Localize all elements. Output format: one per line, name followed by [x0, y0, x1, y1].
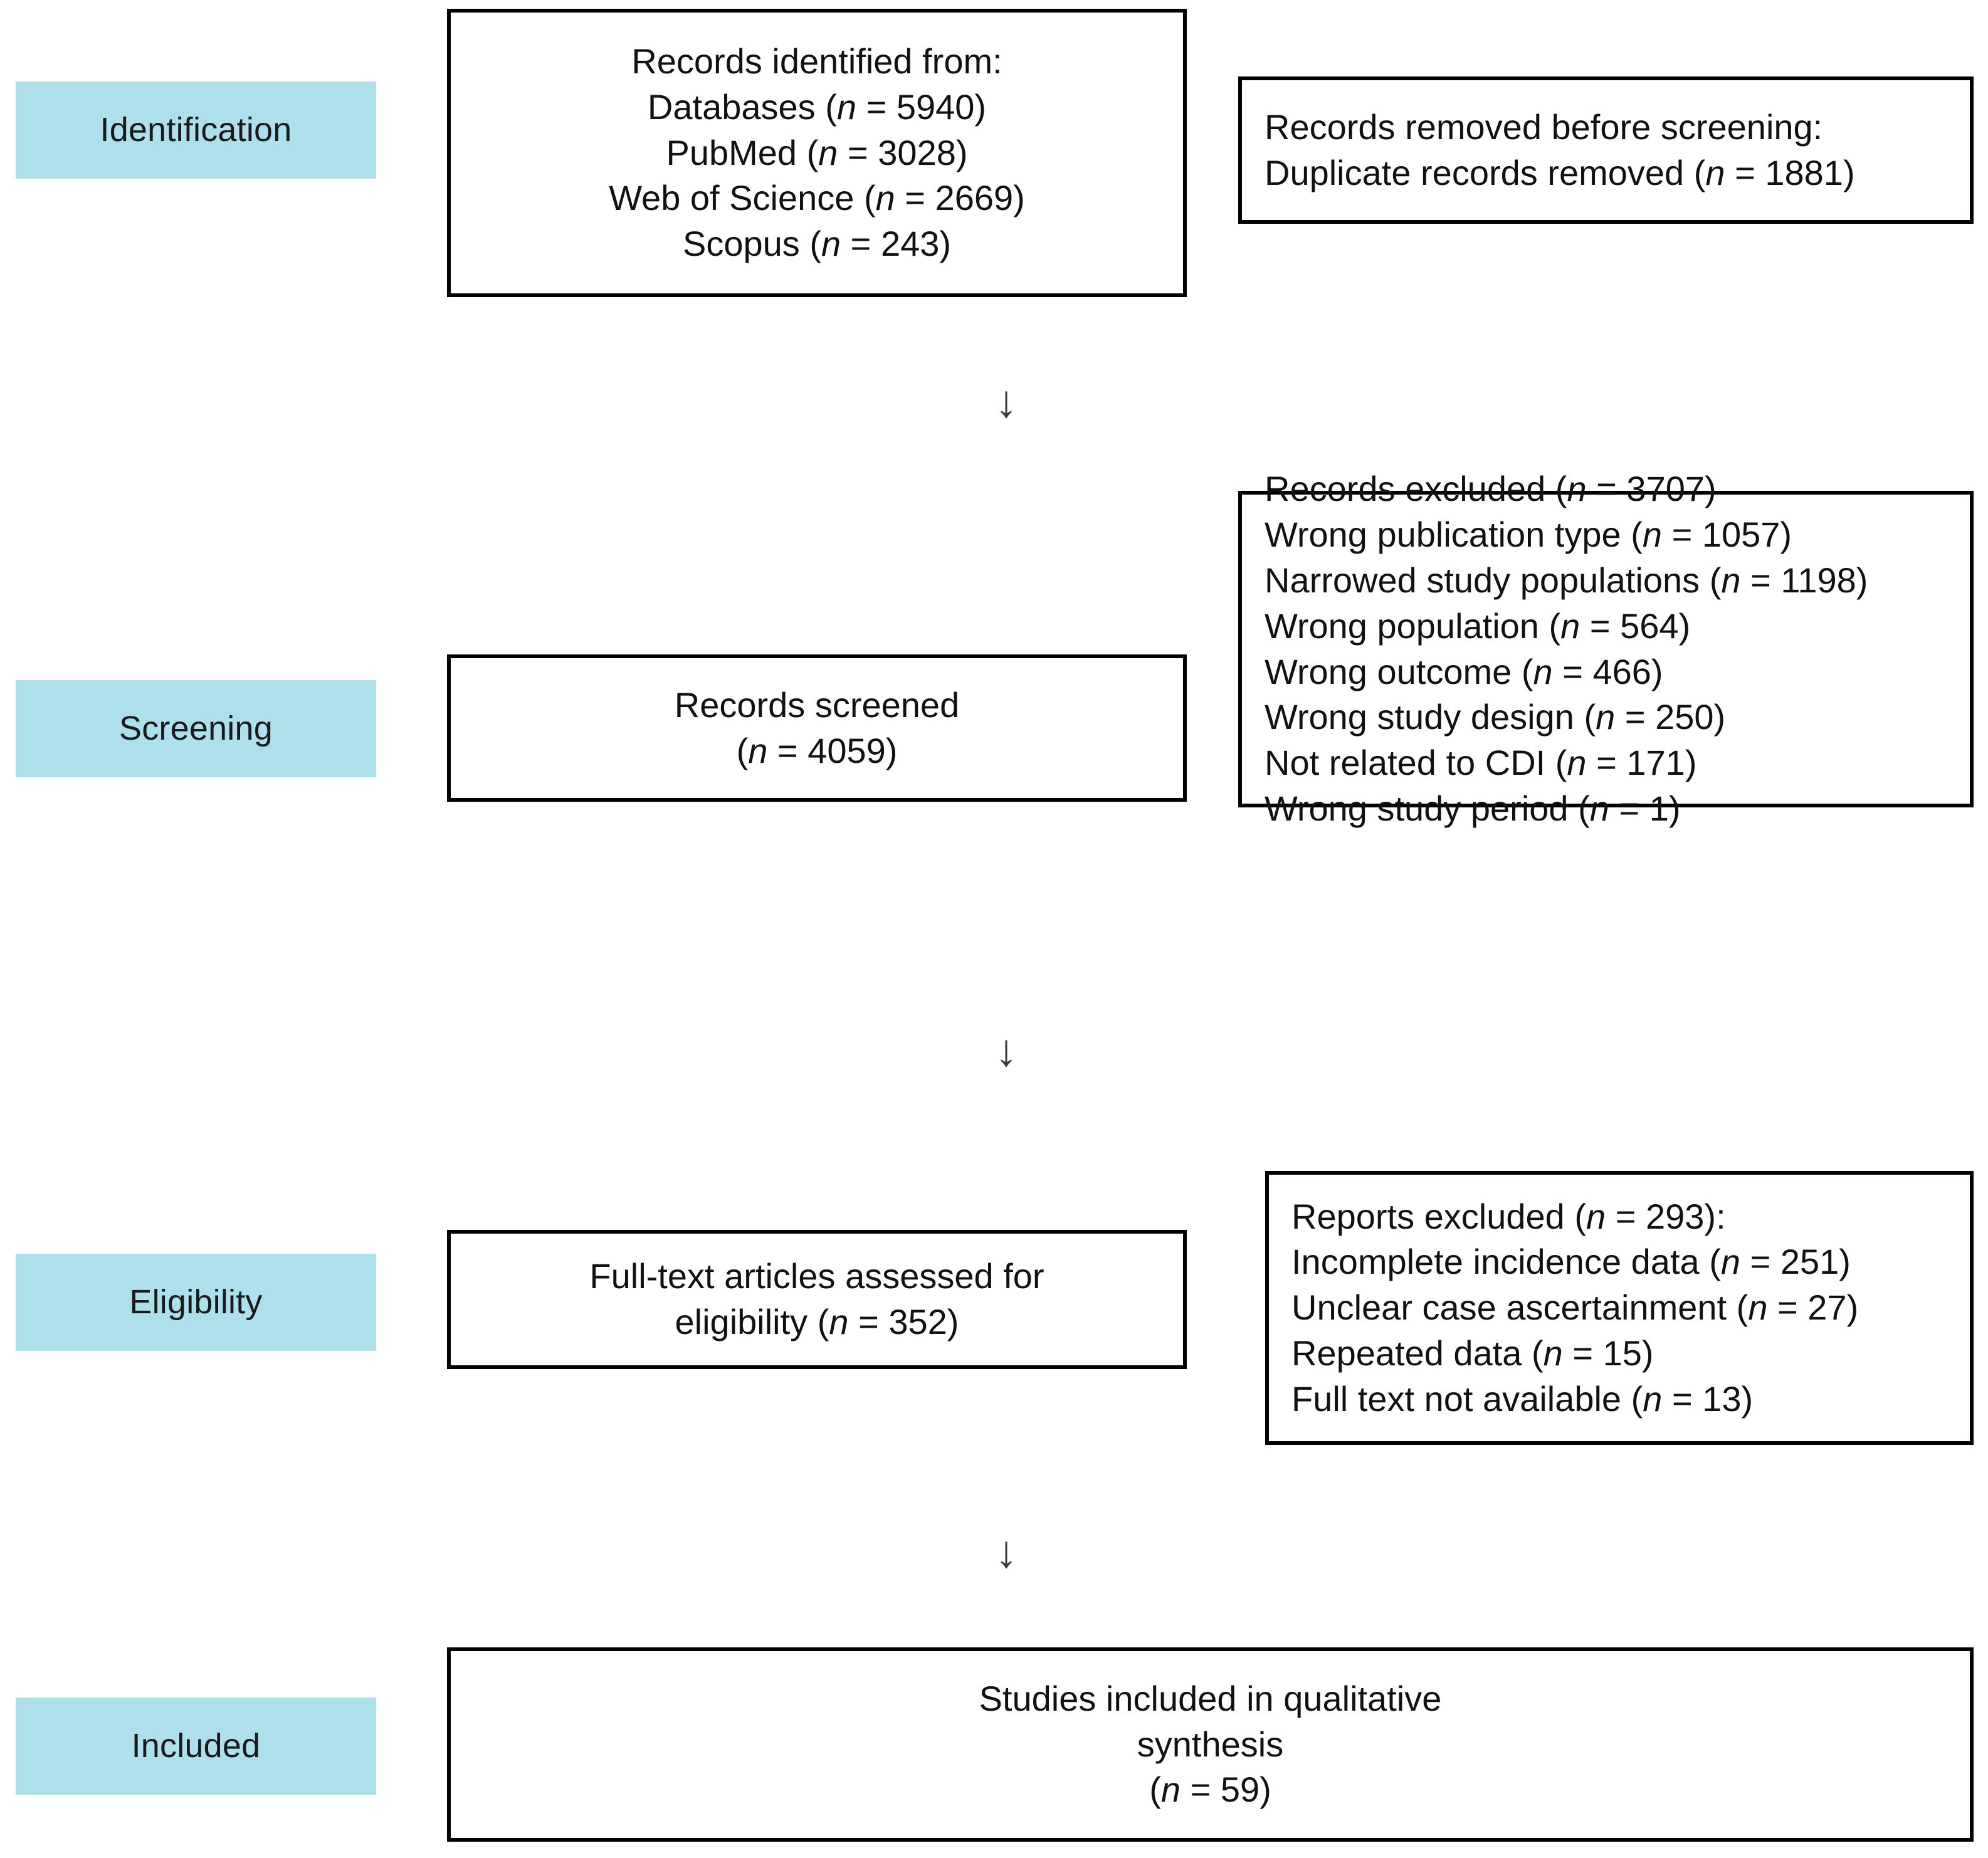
stage-label-included-text: Included — [131, 1727, 261, 1765]
stage-label-eligibility: Eligibility — [16, 1254, 376, 1351]
box-records-screened: Records screened (n = 4059) — [447, 654, 1187, 802]
reports-excluded-line-4: Repeated data (n = 15) — [1291, 1333, 1654, 1373]
records-excluded-line-4: Wrong population (n = 564) — [1265, 606, 1691, 646]
box-fulltext-assessed: Full-text articles assessed for eligibil… — [447, 1230, 1187, 1369]
records-excluded-line-6: Wrong study design (n = 250) — [1265, 697, 1726, 737]
stage-label-screening: Screening — [16, 680, 376, 777]
box-records-identified: Records identified from: Databases (n = … — [447, 9, 1187, 297]
stage-label-included: Included — [16, 1698, 376, 1795]
records-excluded-line-7: Not related to CDI (n = 171) — [1265, 743, 1697, 783]
records-excluded-line-1: Records excluded (n = 3707) — [1265, 469, 1717, 509]
box-studies-included: Studies included in qualitative synthesi… — [447, 1647, 1974, 1842]
records-identified-line-3: PubMed (n = 3028) — [666, 132, 968, 172]
reports-excluded-line-5: Full text not available (n = 13) — [1291, 1378, 1754, 1419]
box-records-excluded: Records excluded (n = 3707) Wrong public… — [1238, 469, 1974, 828]
records-identified-line-4: Web of Science (n = 2669) — [609, 178, 1025, 218]
flow-arrow-1-icon: ↓ — [995, 377, 1018, 427]
box-records-removed-before-screening: Records removed before screening: Duplic… — [1238, 76, 1974, 224]
records-removed-line-2: Duplicate records removed (n = 1881) — [1265, 152, 1855, 192]
fulltext-assessed-line-1: Full-text articles assessed for — [589, 1256, 1044, 1296]
reports-excluded-line-2: Incomplete incidence data (n = 251) — [1291, 1242, 1851, 1282]
records-excluded-line-5: Wrong outcome (n = 466) — [1265, 651, 1663, 691]
records-excluded-line-2: Wrong publication type (n = 1057) — [1265, 515, 1792, 555]
records-identified-line-5: Scopus (n = 243) — [682, 224, 952, 264]
records-identified-line-2: Databases (n = 5940) — [647, 87, 987, 127]
flow-arrow-3-icon: ↓ — [995, 1527, 1018, 1577]
records-removed-line-1: Records removed before screening: — [1265, 107, 1823, 147]
records-excluded-line-3: Narrowed study populations (n = 1198) — [1265, 560, 1868, 600]
records-identified-line-1: Records identified from: — [631, 41, 1002, 81]
stage-label-identification: Identification — [16, 81, 376, 179]
records-screened-line-1: Records screened — [674, 685, 960, 725]
stage-label-screening-text: Screening — [119, 710, 273, 748]
studies-included-line-3: (n = 59) — [1149, 1770, 1271, 1810]
studies-included-line-1: Studies included in qualitative — [979, 1678, 1442, 1718]
fulltext-assessed-line-2: eligibility (n = 352) — [675, 1302, 959, 1341]
reports-excluded-line-1: Reports excluded (n = 293): — [1291, 1196, 1726, 1236]
stage-label-eligibility-text: Eligibility — [129, 1283, 263, 1321]
records-screened-line-2: (n = 4059) — [736, 730, 898, 770]
reports-excluded-line-3: Unclear case ascertainment (n = 27) — [1291, 1288, 1859, 1328]
records-excluded-line-8: Wrong study period (n = 1) — [1265, 788, 1681, 828]
stage-label-identification-text: Identification — [100, 111, 292, 149]
box-reports-excluded: Reports excluded (n = 293): Incomplete i… — [1265, 1171, 1974, 1445]
flow-arrow-2-icon: ↓ — [995, 1026, 1018, 1076]
studies-included-line-2: synthesis — [1137, 1724, 1284, 1764]
